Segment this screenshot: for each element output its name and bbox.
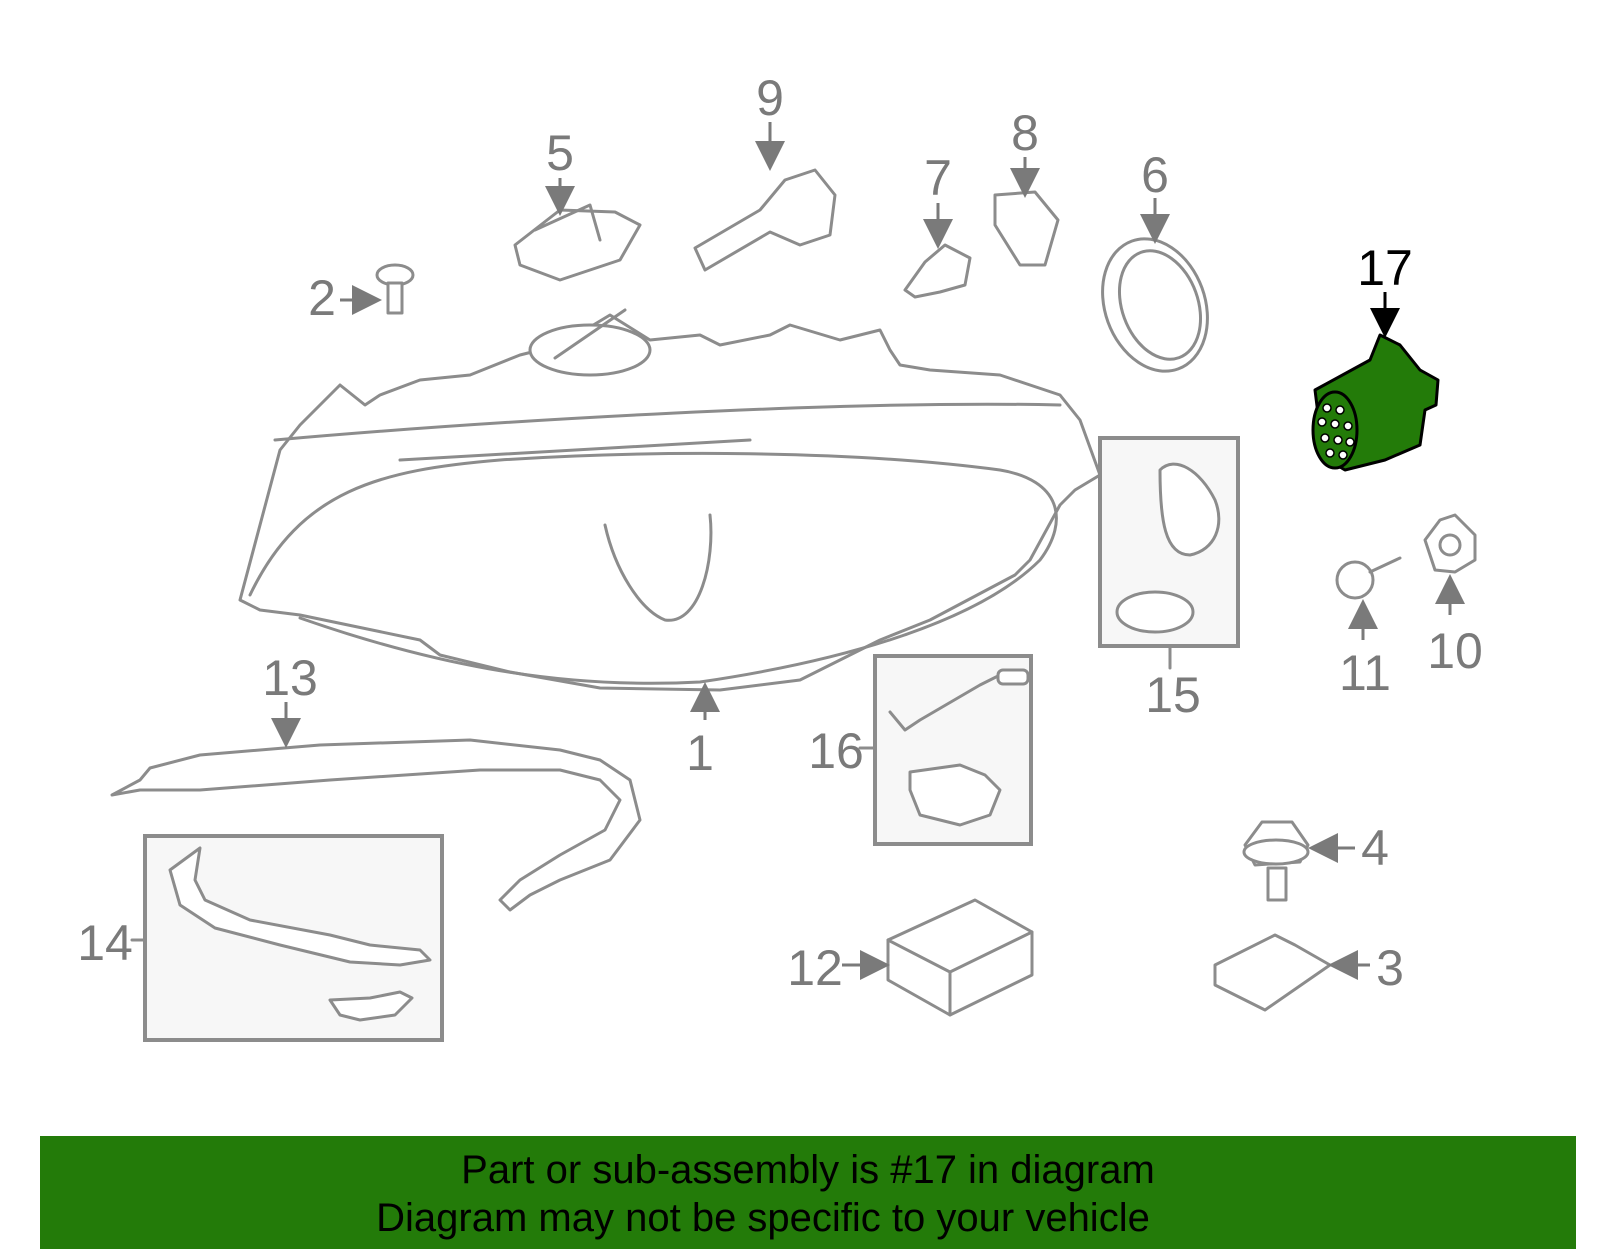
- plate-part-3: [1213, 933, 1332, 1012]
- bracket-part-8: [993, 190, 1060, 267]
- callout-16: 16: [808, 723, 864, 779]
- callout-6: 6: [1141, 147, 1169, 203]
- callout-7: 7: [924, 150, 952, 206]
- callout-3: 3: [1376, 940, 1404, 996]
- callout-4: 4: [1361, 820, 1389, 876]
- callout-15: 15: [1145, 667, 1201, 723]
- trim-strip-part-13: [110, 738, 642, 912]
- box-part-12: [886, 898, 1034, 1017]
- callout-5: 5: [546, 125, 574, 181]
- callout-14: 14: [77, 915, 133, 971]
- callout-9: 9: [756, 70, 784, 126]
- banner-line-1: Part or sub-assembly is #17 in diagram: [461, 1148, 1155, 1192]
- kit-box-part-16: [873, 654, 1033, 846]
- part-info-banner: Part or sub-assembly is #17 in diagram D…: [40, 1136, 1576, 1249]
- socket-part-7: [903, 243, 972, 299]
- callout-11: 11: [1339, 645, 1391, 701]
- kit-box-part-15: [1098, 436, 1240, 648]
- cap-part-5: [513, 203, 642, 282]
- small-socket-part-10: [1423, 513, 1477, 574]
- screw-part-2: [375, 263, 415, 315]
- callout-17: 17: [1357, 240, 1413, 296]
- callout-10: 10: [1427, 623, 1483, 679]
- callout-13: 13: [262, 650, 318, 706]
- headlight-housing-part-1: [238, 308, 1102, 692]
- seal-ring-part-6: [1101, 237, 1209, 373]
- parts-diagram: 1 2 5 9 7 8 6: [77, 70, 1483, 1042]
- callout-12: 12: [787, 940, 843, 996]
- control-module-part-17: [1311, 333, 1440, 472]
- callout-8: 8: [1011, 105, 1039, 161]
- bulb-part-9: [693, 168, 837, 272]
- kit-box-part-14: [143, 834, 444, 1042]
- callout-1: 1: [686, 725, 714, 781]
- small-bulb-part-11: [1335, 556, 1402, 600]
- callout-2: 2: [308, 270, 336, 326]
- banner-line-2: Diagram may not be specific to your vehi…: [376, 1196, 1150, 1240]
- bolt-part-4: [1242, 820, 1310, 902]
